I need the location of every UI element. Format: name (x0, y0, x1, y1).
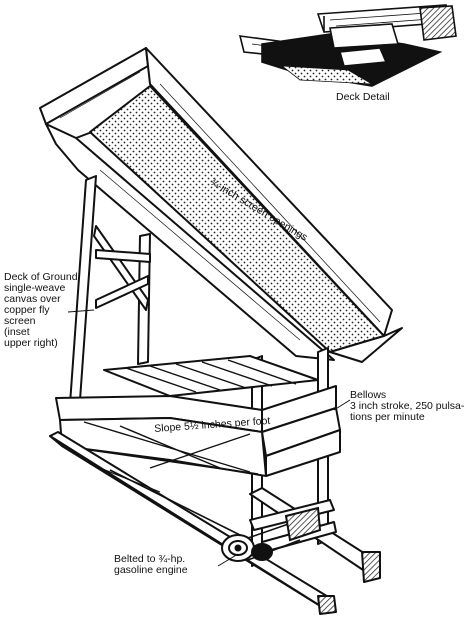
screen-hopper (39, 47, 403, 363)
bellows-label: Bellows 3 inch stroke, 250 pulsa- tions … (350, 389, 465, 423)
drive-pulley (221, 506, 322, 562)
leader-lines (67, 309, 351, 567)
deck-detail-label: Deck Detail (336, 91, 390, 103)
belted-label: Belted to ¾-hp. gasoline engine (114, 553, 188, 576)
deck-detail-inset (238, 4, 457, 87)
deck-of-ground-label: Deck of Ground, single-weave canvas over… (4, 271, 81, 349)
